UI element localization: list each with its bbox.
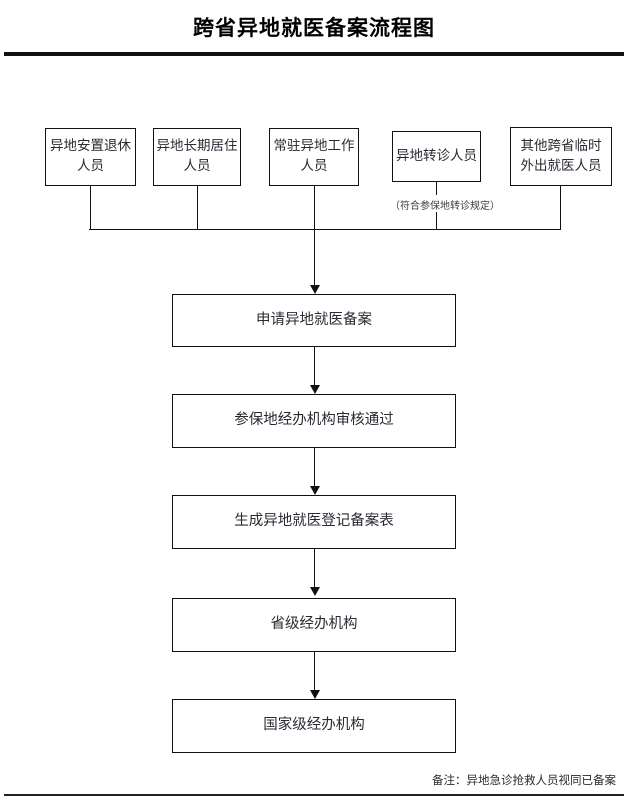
connector-merge-bar [89,229,561,230]
title-divider-rule [4,52,624,56]
connector-process-1-to-2 [314,347,315,385]
process-box-1: 申请异地就医备案 [172,294,456,347]
arrow-process-1-to-2 [310,385,320,394]
source-box-2: 异地长期居住 人员 [153,128,241,186]
connector-source-2-drop [197,186,198,229]
connector-source-3-drop [314,186,315,229]
arrow-process-4-to-5 [310,690,320,699]
process-box-5-label: 国家级经办机构 [263,717,365,734]
page-title: 跨省异地就医备案流程图 [193,15,435,40]
connector-process-4-to-5 [314,652,315,690]
source-box-5: 其他跨省临时 外出就医人员 [510,127,612,186]
process-box-2: 参保地经办机构审核通过 [172,394,456,448]
footer-divider-rule [4,794,624,796]
process-box-3-label: 生成异地就医登记备案表 [234,513,394,530]
connector-merge-to-process-1 [314,229,315,285]
connector-process-3-to-4 [314,549,315,587]
process-box-5: 国家级经办机构 [172,699,456,753]
source-box-3-label: 常驻异地工作 人员 [273,138,355,174]
connector-source-1-drop [90,186,91,229]
process-box-3: 生成异地就医登记备案表 [172,495,456,549]
source-box-4-note: （符合参保地转诊规定） [390,201,500,212]
connector-source-4-drop-upper [436,182,437,195]
process-box-4-label: 省级经办机构 [270,616,358,633]
arrow-merge-to-process-1 [310,285,320,294]
source-box-3: 常驻异地工作 人员 [269,128,359,186]
connector-source-4-drop-lower [436,212,437,229]
arrow-process-2-to-3 [310,486,320,495]
source-box-1-label: 异地安置退休 人员 [50,138,131,174]
source-box-4-label: 异地转诊人员 [396,147,477,164]
process-box-1-label: 申请异地就医备案 [256,311,372,328]
source-box-4: 异地转诊人员 [392,131,481,182]
source-box-1: 异地安置退休 人员 [45,128,136,186]
connector-source-5-drop [560,186,561,229]
arrow-process-3-to-4 [310,587,320,596]
source-box-5-label: 其他跨省临时 外出就医人员 [520,137,602,174]
connector-process-2-to-3 [314,448,315,486]
process-box-2-label: 参保地经办机构审核通过 [234,412,394,429]
footer-remark: 备注：异地急诊抢救人员视同已备案 [432,773,616,787]
source-box-2-label: 异地长期居住 人员 [156,138,238,174]
process-box-4: 省级经办机构 [172,598,456,652]
